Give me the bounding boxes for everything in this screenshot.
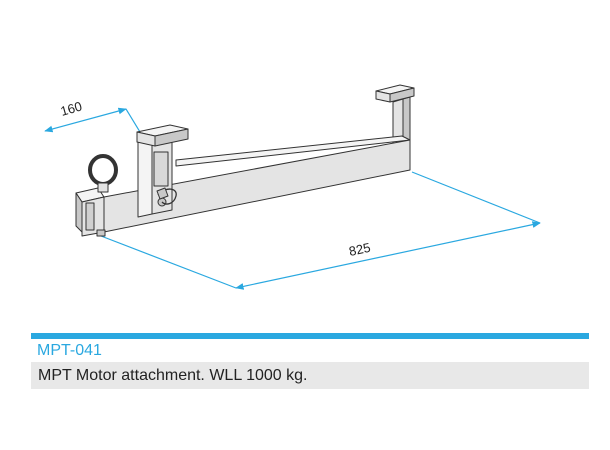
eye-bolt-shank [97,182,109,193]
dim-length-label: 825 [348,240,372,259]
dim-length-ext-left [100,235,237,289]
dim-width-ext [125,108,141,133]
dim-length-line [235,221,541,290]
dim-width-label: 160 [59,98,84,118]
description-row: MPT Motor attachment. WLL 1000 kg. [31,362,589,389]
motor-attachment-part [75,84,415,237]
dim-length-ext-right [411,171,541,224]
clamp-plate-side [154,128,189,147]
eye-bolt-ring-inner [93,159,113,181]
product-code: MPT-041 [37,342,102,359]
product-description: MPT Motor attachment. WLL 1000 kg. [38,367,308,384]
technical-drawing: 160 825 [44,84,541,290]
clamp-upright-front [137,138,153,218]
end-block-slot [85,202,95,231]
clamp-window [153,151,169,187]
dimension-lines [44,107,541,290]
right-cap-side [389,87,415,103]
accent-bar [31,333,589,339]
dim-width-line [44,107,127,133]
pin-latch [156,187,169,200]
end-block-foot [96,229,106,237]
